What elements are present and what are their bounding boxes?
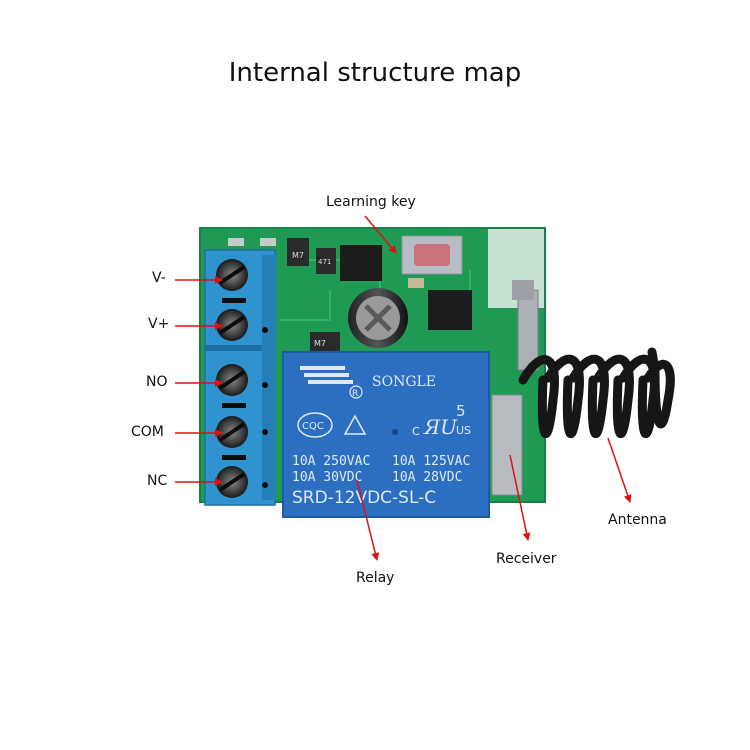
page-title: Internal structure map bbox=[228, 58, 522, 88]
label-v-minus: V- bbox=[152, 270, 166, 286]
svg-text:ЯU: ЯU bbox=[423, 415, 458, 439]
relay-number: 5 bbox=[456, 402, 466, 420]
arrow-learning-key bbox=[364, 215, 397, 254]
arrow-receiver bbox=[509, 454, 531, 541]
label-v-plus: V+ bbox=[148, 316, 170, 332]
terminal-screws bbox=[216, 259, 248, 498]
label-receiver: Receiver bbox=[496, 551, 557, 567]
pcb-holes bbox=[262, 327, 268, 488]
relay-rating-1-left: 10A 250VAC bbox=[292, 454, 370, 469]
pcb-mark-m7a: M7 bbox=[292, 251, 304, 260]
annotation-arrows bbox=[175, 215, 632, 561]
relay-component: SONGLE R CQC C ЯU 5 US 10A 250VAC 10A 12… bbox=[282, 351, 490, 518]
receiver-module bbox=[491, 280, 539, 496]
label-learning-key: Learning key bbox=[326, 194, 416, 210]
relay-r-mark: R bbox=[352, 389, 358, 399]
relay-cqc-mark: CQC bbox=[302, 421, 324, 432]
smd-components: M7 471 M7 bbox=[228, 238, 472, 352]
relay-rating-2-left: 10A 30VDC bbox=[292, 470, 362, 485]
relay-c-mark: C bbox=[412, 425, 420, 438]
label-no: NO bbox=[146, 374, 168, 390]
pcb-mark-m7b: M7 bbox=[314, 339, 326, 348]
relay-us-mark: US bbox=[456, 424, 471, 437]
relay-rating-1-right: 10A 125VAC bbox=[392, 454, 470, 469]
pcb-mark-471: 471 bbox=[318, 258, 331, 266]
electrolytic-capacitor bbox=[348, 288, 408, 348]
learning-key-button bbox=[401, 235, 463, 275]
label-com: COM bbox=[131, 424, 164, 440]
relay-model: SRD-12VDC-SL-C bbox=[292, 488, 436, 508]
relay-brand: SONGLE bbox=[372, 374, 436, 390]
arrow-relay bbox=[356, 479, 380, 561]
label-relay: Relay bbox=[356, 570, 395, 586]
relay-rating-2-right: 10A 28VDC bbox=[392, 470, 462, 485]
label-antenna: Antenna bbox=[608, 512, 667, 528]
antenna-coil bbox=[518, 347, 675, 438]
label-nc: NC bbox=[147, 473, 168, 489]
arrow-antenna bbox=[607, 437, 632, 503]
